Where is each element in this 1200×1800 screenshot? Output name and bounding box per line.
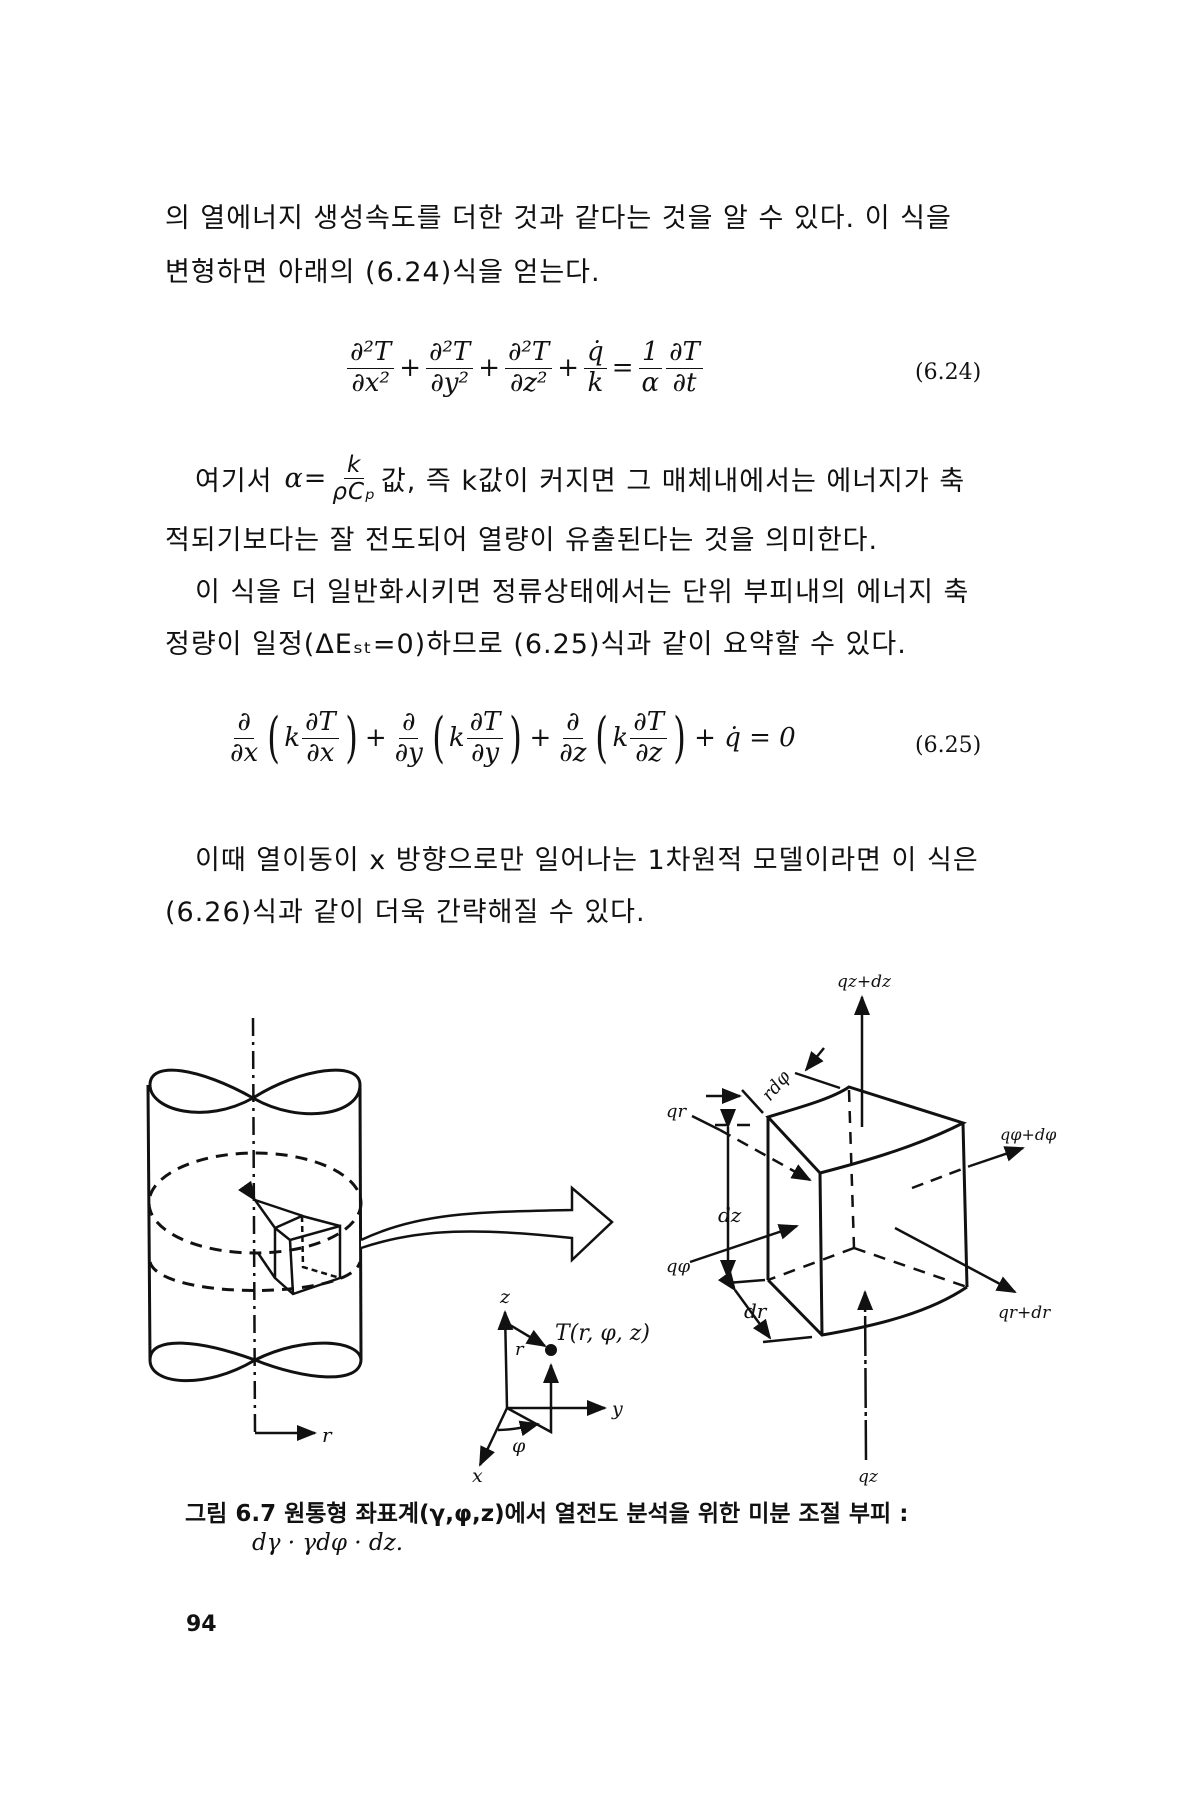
big-arrow	[360, 1185, 614, 1263]
k: k	[284, 723, 300, 754]
coordinate-axes	[478, 1310, 607, 1467]
plus: +	[478, 353, 501, 384]
paragraph-line: 정량이 일정(ΔEₛₜ=0)하므로 (6.25)식과 같이 요약할 수 있다.	[165, 629, 907, 660]
point-T	[545, 1344, 557, 1356]
plus: +	[557, 353, 580, 384]
paren: )	[509, 706, 523, 770]
plus: +	[529, 723, 552, 754]
frac-num: ∂²T	[347, 337, 395, 369]
paren: (	[595, 706, 609, 770]
equation-number: (6.25)	[915, 733, 982, 758]
k: k	[448, 723, 465, 754]
q-z-label: qz	[858, 1467, 879, 1487]
frac-num: ∂	[234, 707, 254, 739]
frac-den: ∂t	[672, 367, 697, 398]
flux-arrows	[689, 995, 1025, 1461]
equation-number: (6.24)	[915, 360, 982, 385]
frac-num: ∂T	[630, 707, 668, 739]
figure-caption: 그림 6.7 원통형 좌표계(γ,φ,z)에서 열전도 분석을 위한 미분 조절…	[185, 1501, 909, 1527]
q-r-label: qr	[666, 1101, 688, 1122]
plus: +	[364, 723, 387, 754]
frac-den: α	[641, 367, 660, 398]
hidden-edges	[767, 1089, 968, 1289]
frac-num: ∂²T	[505, 337, 553, 369]
text: 값, 즉 k값이 커지면 그 매체내에서는 에너지가 축	[380, 466, 966, 498]
k: k	[612, 723, 629, 754]
frac-num: ∂	[398, 707, 419, 739]
frac-den: ∂z	[635, 737, 663, 768]
point-label: T(r, φ, z)	[555, 1321, 650, 1346]
x-label: x	[472, 1465, 483, 1487]
center-axis	[251, 1017, 257, 1434]
dr-label: dr	[744, 1299, 768, 1323]
paragraph-line: 이때 열이동이 x 방향으로만 일어나는 1차원적 모델이라면 이 식은	[195, 845, 979, 876]
frac-den: k	[587, 367, 604, 398]
small-element	[238, 1180, 342, 1296]
frac-den: ∂y	[394, 737, 423, 768]
frac-den: ∂x	[230, 737, 259, 768]
frac-den: ∂x²	[351, 367, 390, 398]
frac-den: ∂y²	[430, 367, 469, 398]
text: 여기서	[195, 466, 273, 498]
frac-den: ρCₚ	[332, 479, 376, 506]
paren: (	[267, 706, 280, 770]
paragraph-line: 변형하면 아래의 (6.24)식을 얻는다.	[165, 257, 601, 288]
y-label: y	[611, 1398, 623, 1420]
frac-den: ∂x	[306, 737, 335, 768]
frac-num: ∂T	[301, 707, 339, 739]
q-r-dr-label: qr+dr	[998, 1303, 1051, 1323]
phi-label: φ	[512, 1435, 526, 1457]
frac-num: ∂²T	[426, 337, 474, 369]
paragraph-line: (6.26)식과 같이 더욱 간략해질 수 있다.	[165, 897, 646, 928]
q-phi-dphi-label: qφ+dφ	[1000, 1125, 1057, 1144]
dz-label: dz	[718, 1203, 742, 1227]
equals: =	[611, 353, 634, 384]
q-phi-label: qφ	[666, 1256, 691, 1277]
paren: )	[344, 706, 358, 770]
frac-num: q̇	[584, 337, 607, 369]
alpha: α=	[284, 463, 328, 495]
frac-num: ∂T	[466, 707, 504, 739]
page-number: 94	[186, 1612, 217, 1637]
frac-den: ∂y	[470, 737, 500, 768]
r-vector-label: r	[515, 1339, 525, 1360]
r-dphi-label: rdφ	[758, 1066, 795, 1105]
frac-num: 1	[639, 337, 662, 369]
frac-num: ∂	[563, 707, 583, 739]
plus: +	[399, 353, 422, 384]
paragraph-line: 적되기보다는 잘 전도되어 열량이 유출된다는 것을 의미한다.	[165, 525, 879, 556]
q-z-dz-label: qz+dz	[837, 972, 892, 992]
paren: )	[673, 706, 686, 770]
r-axis-label: r	[322, 1423, 333, 1447]
frac-den: ∂z	[559, 737, 587, 768]
z-label: z	[499, 1286, 511, 1308]
frac-num: ∂T	[666, 337, 703, 369]
control-volume-cube	[765, 1085, 969, 1337]
q-dot-term: + q̇ = 0	[694, 723, 796, 754]
frac-num: k	[343, 452, 365, 480]
figure-caption-formula: dγ · γdφ · dz.	[252, 1530, 404, 1556]
equation-6-25: ∂∂x (k ∂T∂x ) + ∂∂y (k ∂T∂y ) + ∂∂z (k ∂…	[225, 706, 796, 770]
paren: (	[431, 706, 445, 770]
paragraph-line: 이 식을 더 일반화시키면 정류상태에서는 단위 부피내의 에너지 축	[195, 577, 970, 608]
paragraph-line: 의 열에너지 생성속도를 더한 것과 같다는 것을 알 수 있다. 이 식을	[165, 203, 952, 234]
frac-den: ∂z²	[509, 367, 548, 398]
